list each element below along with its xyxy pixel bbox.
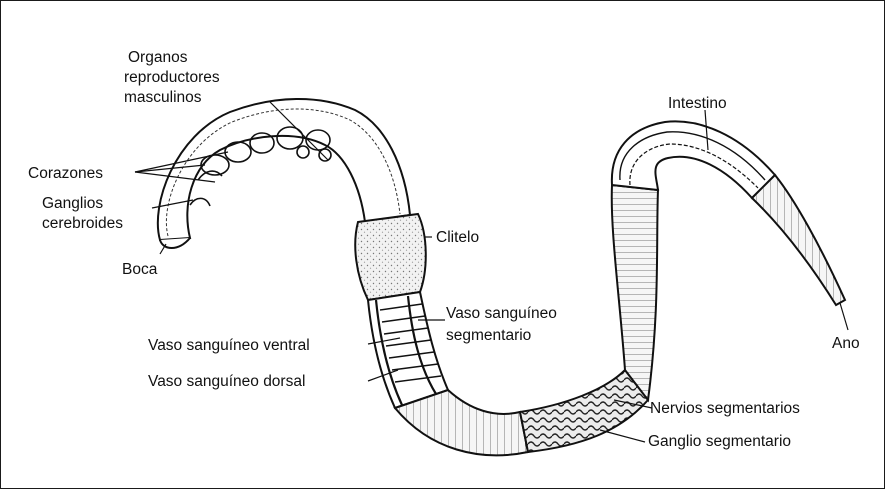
clitellum	[355, 214, 426, 300]
label-organos-2: reproductores	[124, 69, 220, 86]
label-clitelo: Clitelo	[436, 229, 479, 246]
intestine-section	[612, 121, 775, 198]
label-ano: Ano	[832, 335, 860, 352]
label-organos-1: Organos	[128, 49, 188, 66]
label-nervios: Nervios segmentarios	[650, 400, 800, 417]
nerve-section	[520, 370, 648, 452]
label-ganglios-1: Ganglios	[42, 195, 103, 212]
label-vaso-ventral: Vaso sanguíneo ventral	[148, 337, 310, 354]
label-intestino: Intestino	[668, 95, 727, 112]
anterior-section	[158, 99, 410, 240]
label-ganglio-segmentario: Ganglio segmentario	[648, 433, 791, 450]
label-organos-3: masculinos	[124, 89, 202, 106]
label-boca: Boca	[122, 261, 158, 278]
label-corazones: Corazones	[28, 165, 103, 182]
label-ganglios-2: cerebroides	[42, 215, 123, 232]
tail-section	[752, 175, 845, 305]
ascending-section	[612, 185, 658, 400]
label-vaso-segmentario-1: Vaso sanguíneo	[446, 305, 557, 322]
label-vaso-segmentario-2: segmentario	[446, 327, 531, 344]
label-vaso-dorsal: Vaso sanguíneo dorsal	[148, 373, 305, 390]
